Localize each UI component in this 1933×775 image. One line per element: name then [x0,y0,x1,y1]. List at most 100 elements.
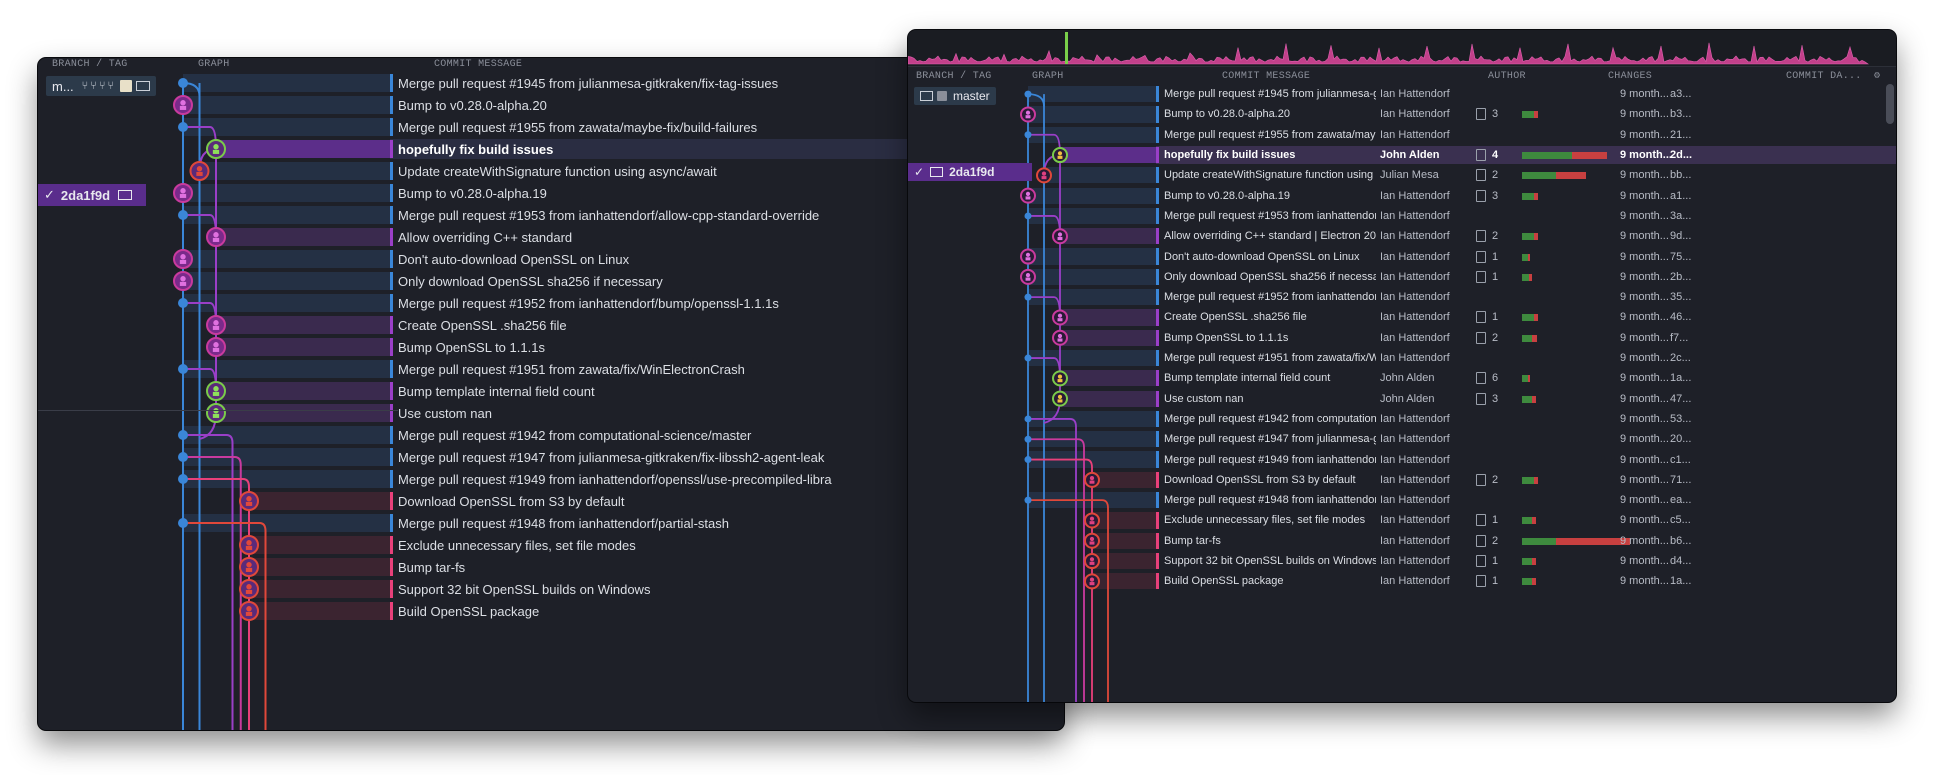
commit-message: Support 32 bit OpenSSL builds on Windows [1156,551,1376,571]
commit-avatar-node [206,315,226,335]
commit-date: 9 month... [1620,433,1669,446]
commit-row-highlight [183,74,390,92]
commit-row[interactable]: Bump OpenSSL to 1.1.1s [38,336,1064,358]
timeline-marker [1065,32,1068,64]
header-commit-message[interactable]: COMMIT MESSAGE [434,59,523,70]
commit-avatar-node [239,579,259,599]
commit-author: Ian Hattendorf [1380,453,1450,466]
commit-author: Ian Hattendorf [1380,291,1450,304]
commit-row[interactable]: Build OpenSSL package [38,600,1064,622]
commit-row[interactable]: Allow overriding C++ standard [38,226,1064,248]
commit-row[interactable]: Update createWithSignature function usin… [908,165,1896,185]
commit-graph [1020,90,1109,702]
commit-row[interactable]: Merge pull request #1947 from julianmesa… [38,446,1064,468]
commit-avatar-node [1052,390,1068,407]
commit-row[interactable]: Update createWithSignature function usin… [38,160,1064,182]
header-author[interactable]: AUTHOR [1488,71,1526,82]
header-commit-date[interactable]: COMMIT DA... [1786,71,1862,82]
commit-row-highlight [183,448,390,466]
commit-avatar-node [206,381,226,401]
commit-message: Merge pull request #1953 from ianhattend… [1156,206,1376,226]
commit-message: Merge pull request #1947 from julianmesa… [390,446,1064,468]
commit-row[interactable]: Merge pull request #1947 from julianmesa… [908,429,1896,449]
commit-row[interactable]: Merge pull request #1949 from ianhattend… [908,449,1896,469]
commit-message: Create OpenSSL .sha256 file [1156,307,1376,327]
commit-row[interactable]: Only download OpenSSL sha256 if necessar… [38,270,1064,292]
merge-commit-node [1024,354,1032,362]
laptop-icon [118,190,133,200]
commit-row[interactable]: Merge pull request #1953 from ianhattend… [38,204,1064,226]
commit-row[interactable]: Merge pull request #1942 from computatio… [38,424,1064,446]
commit-row[interactable]: Bump tar-fs [38,556,1064,578]
commit-author: Ian Hattendorf [1380,433,1450,446]
commit-row[interactable]: Exclude unnecessary files, set file mode… [38,534,1064,556]
commit-row-highlight [183,118,390,136]
changes-count: 3 [1476,186,1498,206]
commit-message: hopefully fix build issues [1156,145,1376,165]
commit-message: Merge pull request #1948 from ianhattend… [390,512,1064,534]
header-commit-message[interactable]: COMMIT MESSAGE [1222,71,1311,82]
commit-date: 9 month... [1620,108,1669,121]
commit-message: Merge pull request #1952 from ianhattend… [390,292,1064,314]
commit-message: Merge pull request #1955 from zawata/may… [1156,125,1376,145]
commit-row[interactable]: Merge pull request #1955 from zawata/may… [908,125,1896,145]
commit-row[interactable]: Merge pull request #1945 from julianmesa… [908,84,1896,104]
commit-sha: a3... [1670,88,1692,101]
changes-count: 2 [1476,531,1498,551]
commit-row[interactable]: Don't auto-download OpenSSL on Linux [38,248,1064,270]
commit-row[interactable]: Bump template internal field count [38,380,1064,402]
commit-row[interactable]: Merge pull request #1948 from ianhattend… [38,512,1064,534]
commit-row[interactable]: Merge pull request #1955 from zawata/may… [38,116,1064,138]
commit-author: Ian Hattendorf [1380,473,1450,486]
branch-label-master[interactable]: m... ⑂⑂⑂⑂ [46,76,157,96]
commit-row[interactable]: Merge pull request #1949 from ianhattend… [38,468,1064,490]
branch-label-master[interactable]: master [914,87,996,105]
commit-row[interactable]: Merge pull request #1952 from ianhattend… [38,292,1064,314]
commit-date: 9 month... [1620,250,1669,263]
commit-date: 9 month... [1620,88,1669,101]
branch-label-text: master [953,89,990,103]
commit-row[interactable]: Bump to v0.28.0-alpha.19 [38,182,1064,204]
commit-row[interactable]: Exclude unnecessary files, set file mode… [908,510,1896,530]
commit-avatar-node [1084,471,1100,488]
commit-row[interactable]: Allow overriding C++ standard | Electron… [908,226,1896,246]
commit-row[interactable]: Merge pull request #1945 from julianmesa… [38,72,1064,94]
activity-timeline[interactable] [908,30,1896,67]
commit-author: Ian Hattendorf [1380,352,1450,365]
merge-commit-node [1024,435,1032,443]
commit-row[interactable]: Create OpenSSL .sha256 file [38,314,1064,336]
commit-sha: 2d... [1670,149,1693,162]
commit-row[interactable]: Bump to v0.28.0-alpha.20 [38,94,1064,116]
commit-row-highlight [216,316,390,334]
gear-icon[interactable]: ⚙ [1874,71,1881,82]
commit-row[interactable]: Use custom nan [38,402,1064,424]
selected-commit-sha: 2da1f9d [60,187,111,203]
commit-row-highlight [183,514,390,532]
scrollbar-thumb[interactable] [1886,84,1894,124]
commit-author: John Alden [1380,392,1435,405]
selected-commit-label[interactable]: ✓ 2da1f9d [908,163,1032,181]
commit-message: Use custom nan [390,402,1064,424]
commit-row[interactable]: Merge pull request #1951 from zawata/fix… [38,358,1064,380]
merge-commit-node [1024,212,1032,220]
commit-avatar-node [206,337,226,357]
commit-date: 9 month... [1620,352,1669,365]
commit-row[interactable]: Download OpenSSL from S3 by default [38,490,1064,512]
file-icon [1476,189,1486,202]
commit-row[interactable]: Merge pull request #1942 from computatio… [908,409,1896,429]
commit-avatar-node [1052,228,1068,245]
header-changes[interactable]: CHANGES [1608,71,1653,82]
commit-avatar-node [239,557,259,577]
changes-count: 3 [1476,104,1498,124]
commit-row[interactable]: hopefully fix build issues [38,138,1064,160]
selected-commit-label[interactable]: ✓ 2da1f9d [38,184,146,206]
commit-row[interactable]: Support 32 bit OpenSSL builds on Windows [38,578,1064,600]
